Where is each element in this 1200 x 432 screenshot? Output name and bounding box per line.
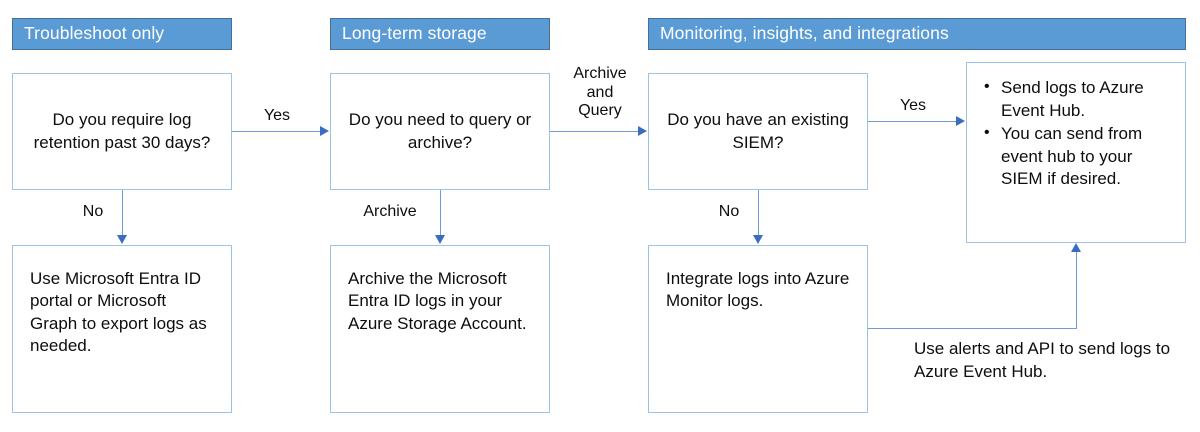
arrow-right-icon <box>956 115 965 126</box>
action-export-logs-entra-portal-or-graph: Use Microsoft Entra ID portal or Microso… <box>12 245 232 413</box>
event-hub-bullet-list: Send logs to Azure Event Hub. You can se… <box>981 76 1173 191</box>
node-text: Do you have an existing SIEM? <box>667 110 849 152</box>
arrow-down-icon <box>116 235 127 244</box>
annotation-use-alerts-and-api: Use alerts and API to send logs to Azure… <box>914 339 1171 381</box>
connector-query-to-siem <box>550 131 638 132</box>
connector-siem-to-monitor <box>758 190 759 235</box>
section-header-troubleshoot-only: Troubleshoot only <box>12 18 232 50</box>
section-header-label: Troubleshoot only <box>24 23 165 44</box>
node-text: Use Microsoft Entra ID portal or Microso… <box>30 269 207 356</box>
section-header-long-term-storage: Long-term storage <box>330 18 550 50</box>
decision-query-or-archive: Do you need to query or archive? <box>330 73 550 190</box>
section-header-monitoring-insights-integrations: Monitoring, insights, and integrations <box>648 18 1186 50</box>
node-text: Integrate logs into Azure Monitor logs. <box>666 269 850 311</box>
arrow-right-icon <box>320 125 329 136</box>
edge-label-archive-to-storage: Archive <box>363 203 417 220</box>
arrow-up-icon <box>1070 243 1081 252</box>
node-text: Do you require log retention past 30 day… <box>33 110 211 152</box>
decision-existing-siem: Do you have an existing SIEM? <box>648 73 868 190</box>
action-integrate-logs-azure-monitor: Integrate logs into Azure Monitor logs. <box>648 245 868 413</box>
decision-log-retention-past-30-days: Do you require log retention past 30 day… <box>12 73 232 190</box>
section-header-label: Long-term storage <box>342 23 487 44</box>
action-archive-entra-logs-azure-storage: Archive the Microsoft Entra ID logs in y… <box>330 245 550 413</box>
edge-label-yes-to-storage: Yes <box>263 107 291 124</box>
connector-query-to-archive-storage <box>440 190 441 235</box>
node-text: Do you need to query or archive? <box>348 110 532 152</box>
section-header-label: Monitoring, insights, and integrations <box>660 23 949 44</box>
arrow-down-icon <box>752 235 763 244</box>
edge-label-archive-and-query: Archive and Query <box>573 65 627 120</box>
arrow-right-icon <box>638 125 647 136</box>
connector-monitor-to-event-hub-vertical <box>1076 252 1077 329</box>
connector-retention-to-export <box>122 190 123 235</box>
list-item: Send logs to Azure Event Hub. <box>981 76 1173 122</box>
outcome-send-logs-to-event-hub: Send logs to Azure Event Hub. You can se… <box>966 62 1186 243</box>
list-item: You can send from event hub to your SIEM… <box>981 122 1173 191</box>
connector-retention-to-query <box>232 131 320 132</box>
edge-label-yes-to-event-hub: Yes <box>899 97 927 114</box>
node-text: Archive the Microsoft Entra ID logs in y… <box>348 269 527 333</box>
arrow-down-icon <box>434 235 445 244</box>
connector-monitor-to-event-hub-horizontal <box>868 328 1077 329</box>
edge-label-no-to-export: No <box>82 203 104 220</box>
edge-label-no-to-monitor: No <box>718 203 740 220</box>
connector-siem-to-event-hub <box>868 121 956 122</box>
